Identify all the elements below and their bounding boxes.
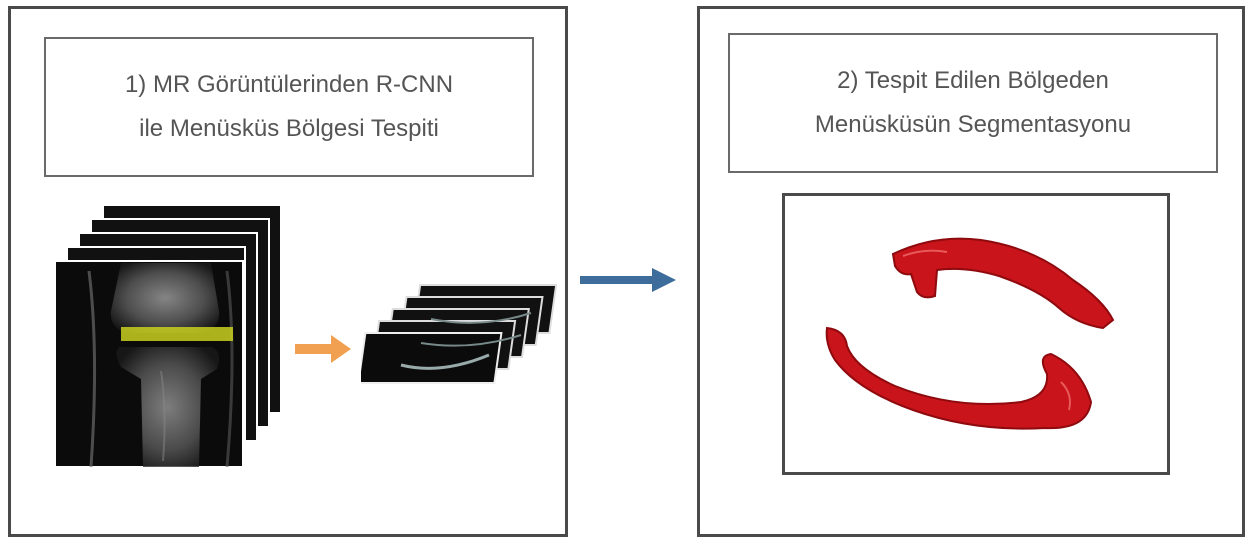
upper-meniscus-shape (891, 237, 1115, 330)
segmentation-panel: 2) Tespit Edilen Bölgeden Menüsküsün Seg… (697, 6, 1245, 537)
detection-title-line-2: ile Menüsküs Bölgesi Tespiti (139, 115, 439, 142)
detection-step-title: 1) MR Görüntülerinden R-CNN ile Menüsküs… (44, 37, 534, 177)
detection-title-line-1: 1) MR Görüntülerinden R-CNN (124, 71, 454, 98)
lower-meniscus-shape (825, 326, 1093, 430)
segmentation-step-title: 2) Tespit Edilen Bölgeden Menüsküsün Seg… (728, 33, 1218, 173)
segmentation-result-frame (782, 193, 1170, 475)
knee-mri-stack-icon (54, 204, 282, 468)
cropped-meniscus-slices-icon (361, 284, 558, 384)
segmentation-title-line-2: Menüsküsün Segmentasyonu (814, 111, 1132, 138)
detection-box (121, 327, 233, 341)
flow-arrow-icon (580, 268, 676, 292)
meniscus-3d-segmentation-icon (825, 237, 1115, 430)
segmentation-title-line-1: 2) Tespit Edilen Bölgeden (837, 67, 1109, 94)
arrow-right-icon (295, 335, 351, 363)
detection-panel: 1) MR Görüntülerinden R-CNN ile Menüsküs… (8, 6, 568, 537)
